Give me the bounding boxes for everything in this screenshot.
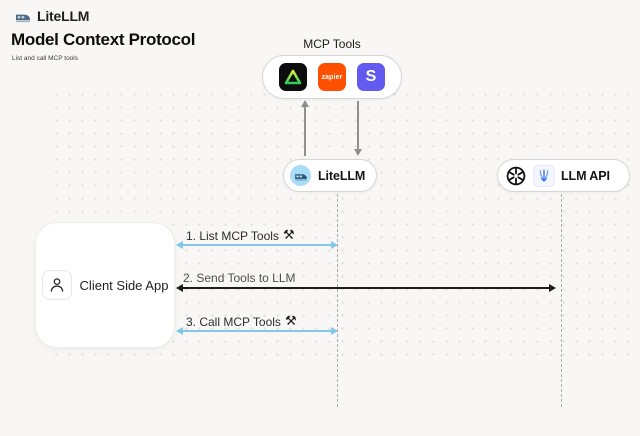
- message-3-arrowhead-right: [331, 327, 338, 335]
- message-2-label: 2. Send Tools to LLM: [183, 271, 296, 285]
- litellm-node: LiteLLM: [283, 159, 377, 192]
- openai-icon: [506, 166, 526, 185]
- llm-api-node-label: LLM API: [561, 168, 610, 183]
- blue-model-icon: [533, 164, 555, 187]
- mcp-downstream-arrowhead: [354, 149, 362, 156]
- stripe-letter: S: [365, 68, 377, 85]
- zapier-icon: zapier: [318, 63, 346, 91]
- mcp-tools-label: MCP Tools: [303, 37, 361, 51]
- page-title: Model Context Protocol: [11, 30, 196, 49]
- mcp-upstream-arrowhead: [301, 100, 309, 107]
- llm-api-node: LLM API: [497, 159, 630, 192]
- message-2-arrowhead-left: [176, 284, 183, 292]
- message-3-label: 3. Call MCP Tools ⚒: [186, 314, 297, 329]
- brand: LiteLLM: [14, 8, 89, 24]
- message-2-arrow-line: [182, 287, 550, 289]
- mcp-downstream-arrow-line: [357, 101, 359, 149]
- mcp-tools-box: zapier S: [262, 55, 402, 99]
- litellm-logo-icon: [16, 14, 30, 23]
- message-1-arrowhead-left: [176, 241, 183, 249]
- message-1-label: 1. List MCP Tools ⚒: [186, 228, 295, 243]
- page-subtitle: List and call MCP tools: [12, 55, 78, 62]
- llm-api-lifeline: [561, 194, 562, 407]
- person-icon: [41, 270, 72, 300]
- mcp-upstream-arrow-line: [304, 107, 306, 156]
- litellm-train-icon: [290, 165, 311, 186]
- message-1-arrowhead-right: [331, 241, 338, 249]
- zapier-wordmark: zapier: [321, 73, 343, 81]
- message-2-text: 2. Send Tools to LLM: [183, 271, 296, 285]
- message-3-text: 3. Call MCP Tools: [186, 314, 281, 329]
- client-side-app-label: Client Side App: [79, 277, 169, 293]
- green-triangle-tool-icon: [279, 63, 307, 91]
- message-3-arrowhead-left: [176, 327, 183, 335]
- message-2-arrowhead-right: [549, 284, 556, 292]
- litellm-lifeline: [337, 194, 338, 407]
- brand-label: LiteLLM: [37, 8, 90, 24]
- message-1-text: 1. List MCP Tools: [186, 228, 279, 243]
- message-1-arrow-line: [182, 244, 332, 246]
- hammer-wrench-icon: ⚒: [284, 314, 297, 329]
- hammer-wrench-icon: ⚒: [282, 228, 295, 243]
- litellm-node-label: LiteLLM: [318, 168, 366, 183]
- stripe-icon: S: [357, 63, 385, 91]
- client-side-app-node: Client Side App: [35, 222, 175, 348]
- message-3-arrow-line: [182, 330, 332, 332]
